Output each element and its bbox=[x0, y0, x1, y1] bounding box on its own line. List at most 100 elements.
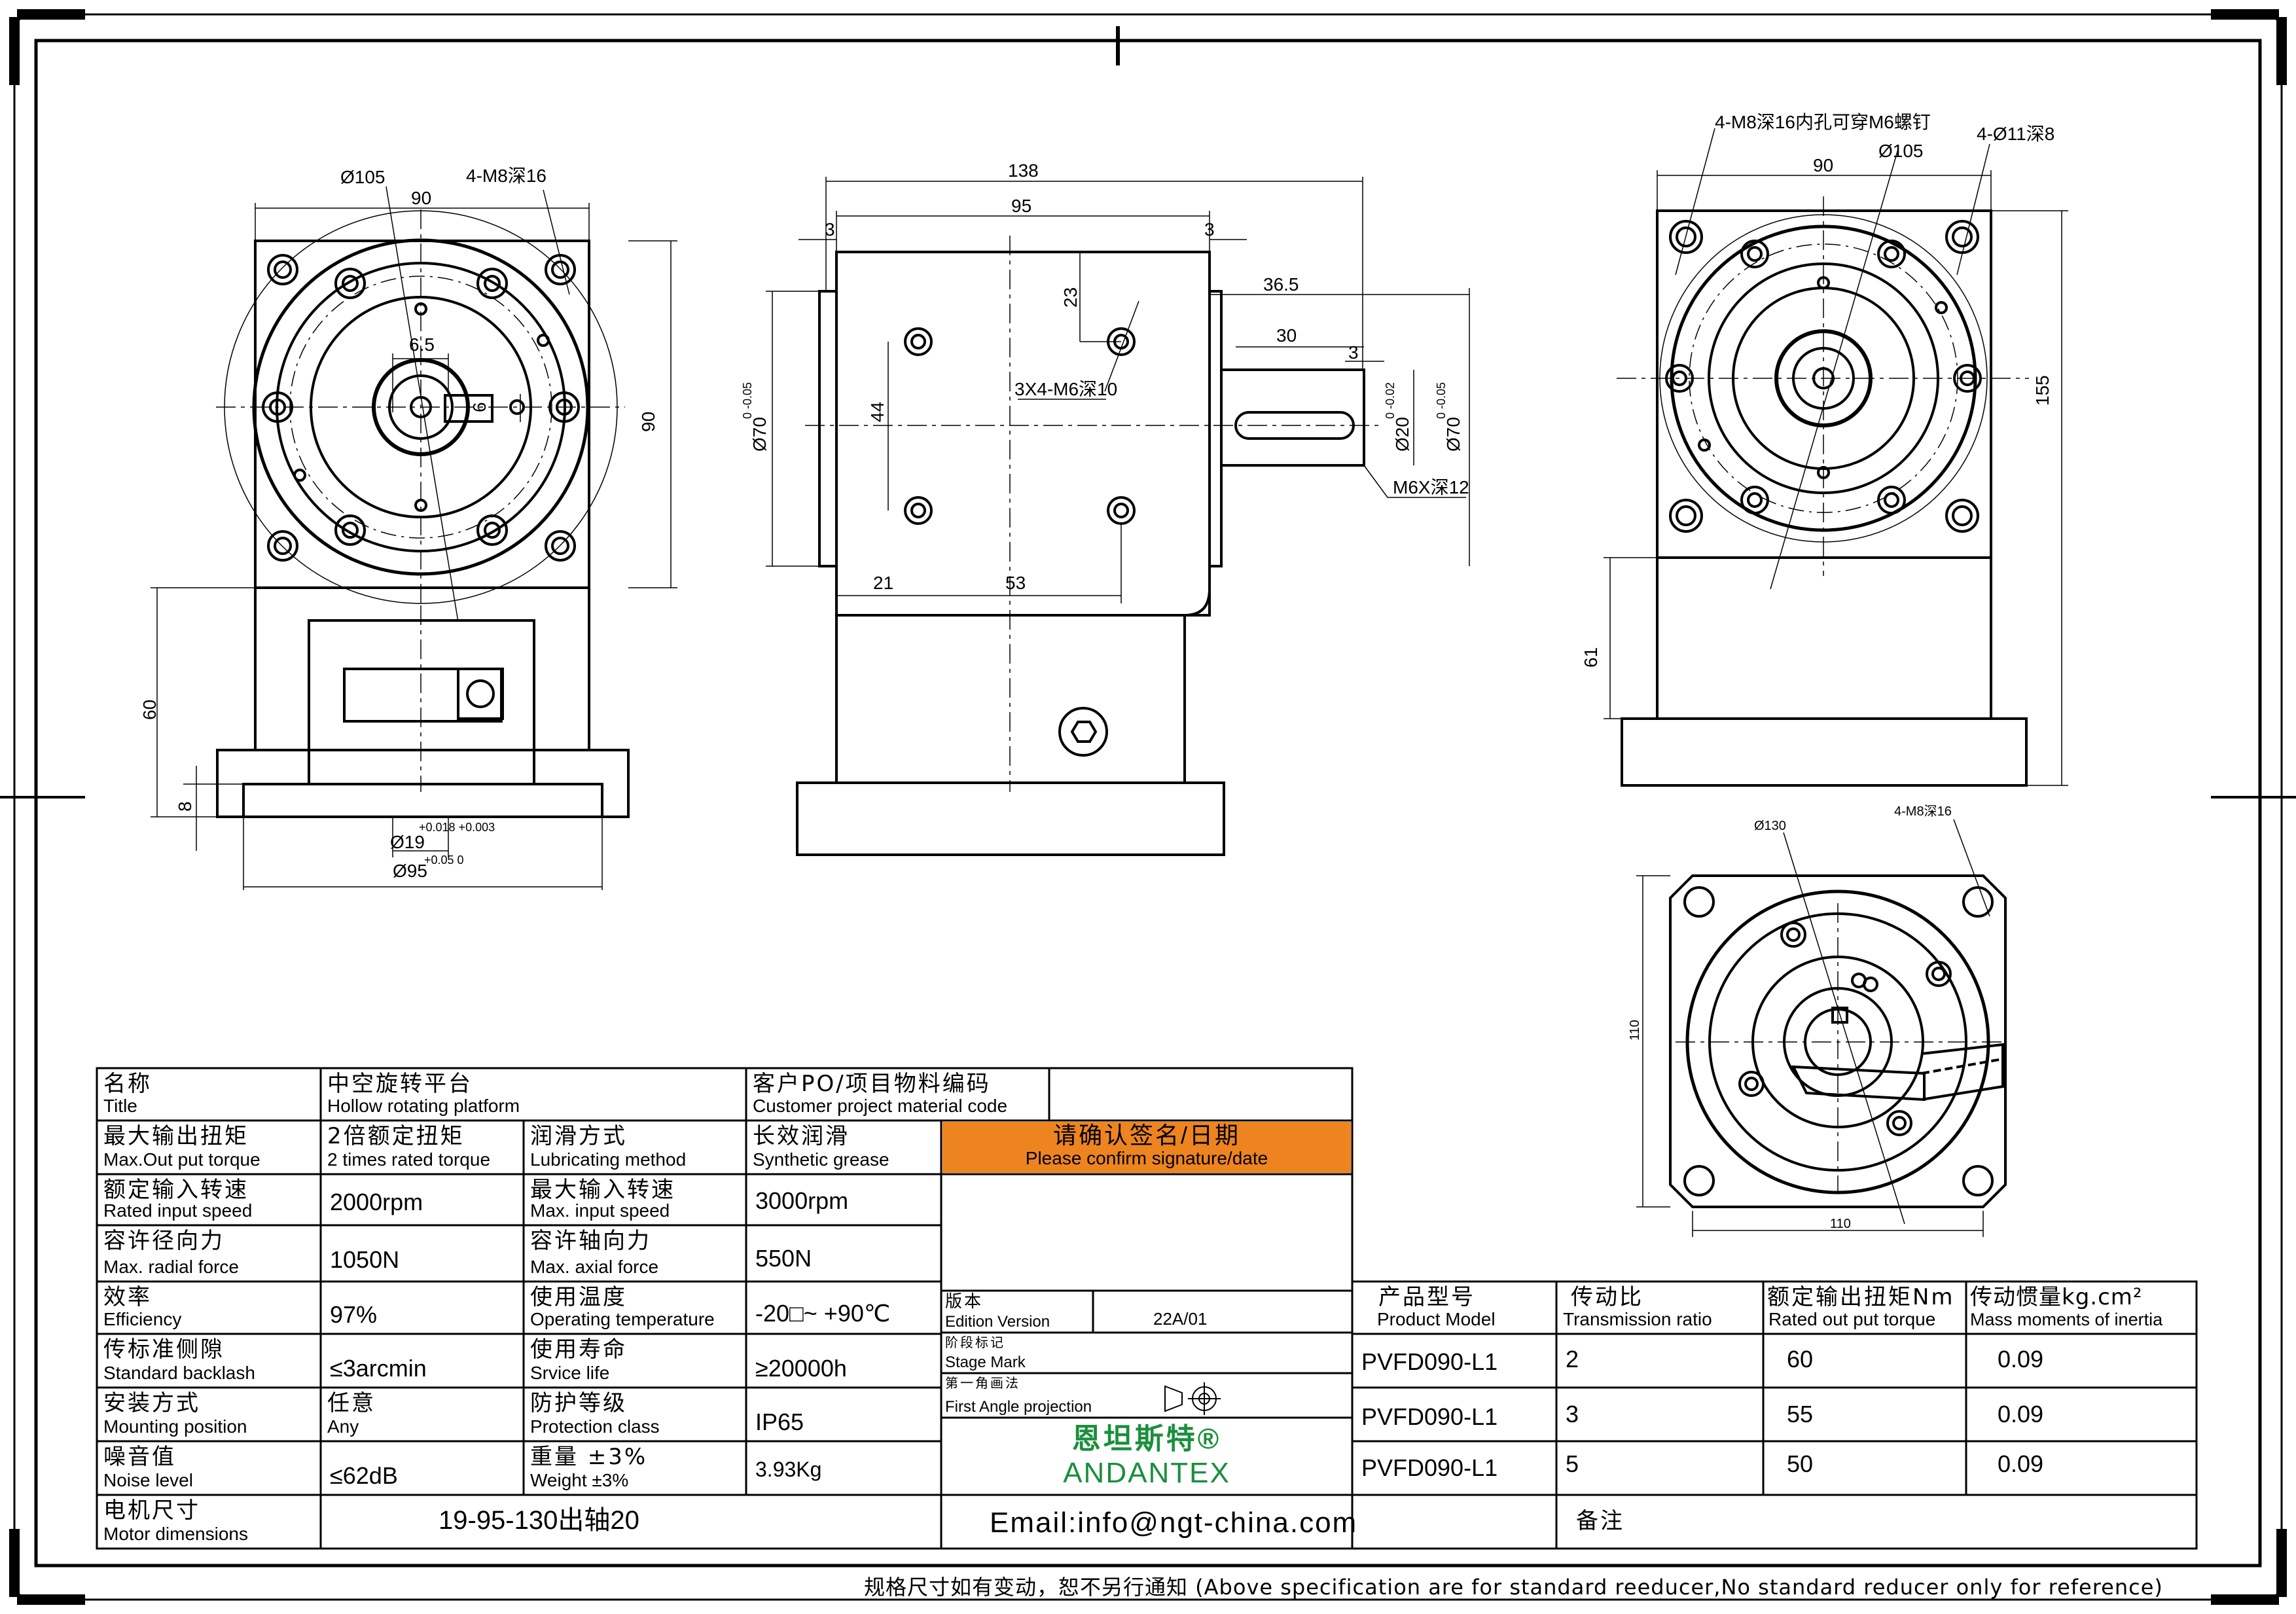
spec-val: -20□~ +90℃ bbox=[755, 1300, 891, 1327]
model-cell: 0.09 bbox=[1966, 1441, 2197, 1495]
spec-val-rated-speed: 2000rpm bbox=[321, 1174, 524, 1225]
model-header-zh: 额定输出扭矩Nm bbox=[1767, 1284, 1955, 1310]
spec-key-zh: 噪音值 bbox=[103, 1444, 176, 1470]
title-label-zh: 名称 bbox=[103, 1071, 152, 1097]
spec-key-zh: 容许径向力 bbox=[103, 1228, 224, 1254]
spec-key-en: Protection class bbox=[530, 1416, 660, 1437]
dim-side-21: 21 bbox=[873, 573, 893, 593]
spec-key-zh: 防护等级 bbox=[530, 1390, 627, 1416]
model-cell: PVFD090-L1 bbox=[1352, 1388, 1556, 1441]
dim-side-d70a: Ø70 bbox=[749, 417, 770, 452]
spec-val: ≥20000h bbox=[755, 1355, 847, 1382]
dim-front-60: 60 bbox=[139, 700, 160, 720]
spec-key-zh: 安装方式 bbox=[103, 1390, 200, 1416]
dim-front-8: 8 bbox=[175, 801, 195, 812]
spec-val-en: Synthetic grease bbox=[753, 1149, 889, 1170]
dim-side-3c: 3 bbox=[1348, 342, 1359, 363]
model-cell: 60 bbox=[1763, 1334, 1966, 1388]
spec-val-zh: 任意 bbox=[327, 1390, 376, 1416]
dim-front-65: 6.5 bbox=[409, 334, 435, 355]
spec-val-protection: IP65 bbox=[746, 1388, 941, 1441]
spec-key-zh: 使用寿命 bbox=[530, 1336, 627, 1363]
projection-cell: 第一角画法 First Angle projection bbox=[941, 1373, 1151, 1418]
spec-key-zh: 效率 bbox=[103, 1284, 152, 1310]
spec-key-en: Max. axial force bbox=[530, 1257, 659, 1277]
model-cell: 0.09 bbox=[1966, 1334, 2197, 1388]
spec-val: ≤3arcmin bbox=[330, 1355, 427, 1382]
dim-side-95: 95 bbox=[1011, 196, 1031, 216]
spec-key-backlash: 传标准侧隙 Standard backlash bbox=[97, 1334, 321, 1388]
side-view bbox=[766, 177, 1470, 856]
dim-side-d70b: Ø70 bbox=[1443, 417, 1463, 452]
model-cell-text: 50 bbox=[1787, 1450, 1814, 1477]
title-block-grid bbox=[96, 1067, 2198, 1550]
spec-val-efficiency: 97% bbox=[321, 1282, 524, 1334]
dim-side-d70b-tol: 0 -0.05 bbox=[1435, 382, 1448, 419]
model-cell-text: PVFD090-L1 bbox=[1361, 1403, 1498, 1430]
spec-key-efficiency: 效率 Efficiency bbox=[97, 1282, 321, 1334]
dim-side-44: 44 bbox=[867, 402, 888, 422]
spec-key-max-speed: 最大输入转速 Max. input speed bbox=[524, 1174, 746, 1225]
dim-bot-d130: Ø130 bbox=[1754, 819, 1786, 833]
spec-key-zh: 最大输入转速 bbox=[530, 1177, 675, 1203]
dim-bot-m8: 4-M8深16 bbox=[1894, 804, 1952, 819]
front-view bbox=[151, 186, 677, 890]
model-cell-text: 55 bbox=[1787, 1401, 1814, 1427]
spec-val: IP65 bbox=[755, 1408, 804, 1435]
title-value-zh: 中空旋转平台 bbox=[327, 1071, 473, 1097]
spec-val-radial-force: 1050N bbox=[321, 1225, 524, 1282]
spec-val-temperature: -20□~ +90℃ bbox=[746, 1282, 941, 1334]
spec-key-axial-force: 容许轴向力 Max. axial force bbox=[524, 1225, 746, 1282]
spec-val: ≤62dB bbox=[330, 1462, 398, 1489]
spec-key-en: Standard backlash bbox=[103, 1363, 255, 1383]
motor-label-cell: 电机尺寸 Motor dimensions bbox=[97, 1495, 321, 1549]
footer-note: 规格尺寸如有变动，恕不另行通知 (Above specification are… bbox=[864, 1575, 2163, 1600]
spec-key-en: Max. radial force bbox=[103, 1257, 239, 1277]
model-cell: 5 bbox=[1556, 1441, 1763, 1495]
spec-val-lubrication: 长效润滑 Synthetic grease bbox=[746, 1121, 941, 1174]
spec-key-temperature: 使用温度 Operating temperature bbox=[524, 1282, 746, 1334]
model-header-en: Rated out put torque bbox=[1768, 1309, 1936, 1329]
contact-email[interactable]: Email:info@ngt-china.com bbox=[990, 1507, 1358, 1539]
dim-front-6: 6 bbox=[469, 402, 490, 412]
dim-side-365: 36.5 bbox=[1263, 274, 1299, 295]
dim-front-d95-tol: +0.05 0 bbox=[424, 853, 464, 867]
confirm-label-en: Please confirm signature/date bbox=[1025, 1148, 1268, 1168]
model-cell: 3 bbox=[1556, 1388, 1763, 1441]
confirm-label-zh: 请确认签名/日期 bbox=[1052, 1122, 1240, 1149]
dim-front-90side: 90 bbox=[638, 412, 658, 432]
brand-logo-zh: 恩坦斯特® bbox=[1071, 1423, 1222, 1455]
spec-val-zh: 长效润滑 bbox=[753, 1123, 850, 1149]
dim-top-61: 61 bbox=[1581, 647, 1601, 668]
customer-code-zh: 客户PO/项目物料编码 bbox=[753, 1071, 991, 1097]
edition-label-cell: 版本 Edition Version bbox=[941, 1291, 1093, 1333]
dim-bot-110side: 110 bbox=[1628, 1020, 1642, 1041]
spec-key-noise: 噪音值 Noise level bbox=[97, 1441, 321, 1495]
spec-key-weight: 重量 ±3% Weight ±3% bbox=[524, 1441, 746, 1495]
dim-front-d95: Ø95 bbox=[393, 861, 427, 881]
spec-val-max-torque: 2倍额定扭矩 2 times rated torque bbox=[321, 1121, 524, 1174]
spec-key-max-torque: 最大输出扭矩 Max.Out put torque bbox=[97, 1121, 321, 1174]
dim-front-90top: 90 bbox=[411, 188, 431, 208]
dim-front-d19: Ø19 bbox=[390, 832, 425, 852]
spec-key-zh: 最大输出扭矩 bbox=[103, 1123, 249, 1149]
spec-val-max-speed: 3000rpm bbox=[746, 1174, 941, 1225]
confirm-signature-cell: 请确认签名/日期 Please confirm signature/date bbox=[942, 1122, 1351, 1173]
edition-value: 22A/01 bbox=[1153, 1309, 1208, 1329]
edition-value-cell: 22A/01 bbox=[1093, 1291, 1352, 1333]
spec-key-rated-speed: 额定输入转速 Rated input speed bbox=[97, 1174, 321, 1225]
spec-key-en: Weight ±3% bbox=[530, 1470, 629, 1490]
dim-front-d19-tol: +0.018 +0.003 bbox=[419, 821, 495, 834]
spec-val-en: 2 times rated torque bbox=[327, 1149, 491, 1170]
projection-label-zh: 第一角画法 bbox=[945, 1375, 1020, 1391]
dim-top-155: 155 bbox=[2032, 375, 2053, 406]
motor-value: 19-95-130出轴20 bbox=[439, 1506, 639, 1535]
spec-key-lubrication: 润滑方式 Lubricating method bbox=[524, 1121, 746, 1174]
model-cell: 0.09 bbox=[1966, 1388, 2197, 1441]
confirm-box bbox=[942, 1122, 1351, 1173]
model-header-inertia: 传动惯量kg.cm² Mass moments of inertia bbox=[1966, 1282, 2197, 1334]
motor-label-en: Motor dimensions bbox=[103, 1524, 248, 1544]
spec-key-mounting: 安装方式 Mounting position bbox=[97, 1388, 321, 1441]
